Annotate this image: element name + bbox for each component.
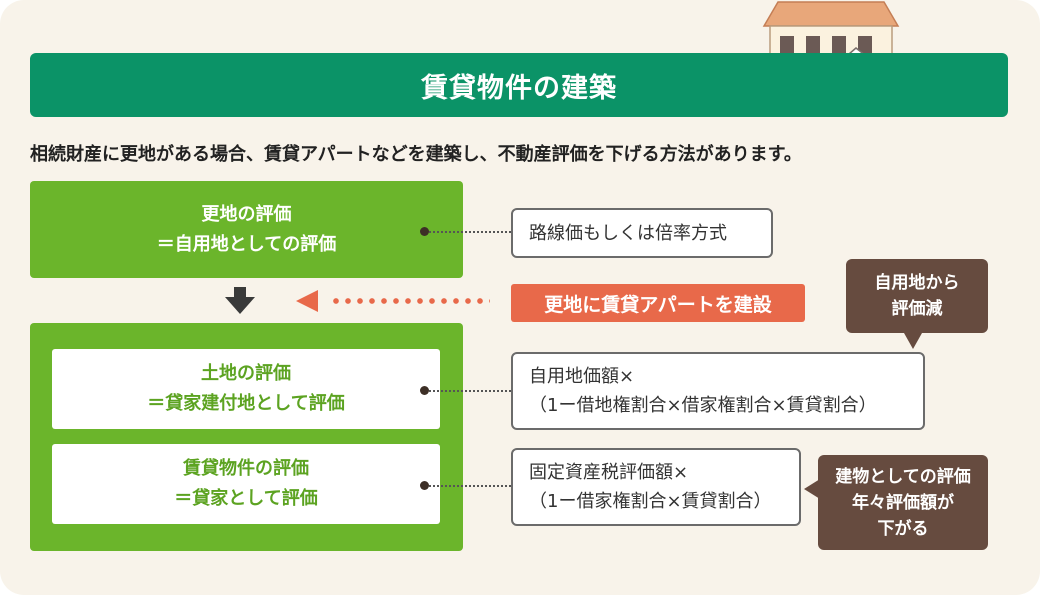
building-formula-line1: 固定資産税評価額× [529, 458, 783, 487]
connector-dot [420, 481, 429, 490]
building-depreciation-line1: 建物としての評価 [835, 464, 971, 490]
building-formula-box: 固定資産税評価額× （1ー借家権割合×賃貸割合） [511, 448, 801, 526]
vacant-land-valuation-box: 更地の評価 ＝自用地としての評価 [30, 181, 463, 278]
land-reduction-line2: 評価減 [892, 296, 943, 322]
vacant-land-title: 更地の評価 [202, 200, 292, 230]
building-valuation-title: 賃貸物件の評価 [183, 454, 309, 484]
dotted-arrow-line [330, 297, 490, 305]
building-depreciation-line3: 下がる [878, 516, 929, 542]
land-formula-line2: （1ー借地権割合×借家権割合×賃貸割合） [529, 391, 907, 420]
connector-dot [420, 227, 429, 236]
valuation-method-text: 路線価もしくは倍率方式 [529, 219, 755, 248]
land-valuation-title: 土地の評価 [201, 359, 291, 389]
land-valuation-box: 土地の評価 ＝貸家建付地として評価 [52, 349, 440, 429]
land-formula-box: 自用地価額× （1ー借地権割合×借家権割合×賃貸割合） [511, 352, 925, 430]
left-arrow-icon [296, 290, 318, 312]
land-reduction-line1: 自用地から [875, 270, 960, 296]
connector-dot [420, 386, 429, 395]
valuation-method-box: 路線価もしくは倍率方式 [511, 208, 773, 258]
building-depreciation-line2: 年々評価額が [852, 490, 954, 516]
land-valuation-subtitle: ＝貸家建付地として評価 [147, 389, 344, 419]
build-apartment-label: 更地に賃貸アパートを建設 [511, 284, 805, 322]
connector-line-1 [425, 231, 511, 233]
page-title: 賃貸物件の建築 [30, 53, 1008, 117]
building-formula-line2: （1ー借家権割合×賃貸割合） [529, 487, 783, 516]
vacant-land-subtitle: ＝自用地としての評価 [157, 230, 336, 260]
connector-line-3 [425, 485, 511, 487]
intro-text: 相続財産に更地がある場合、賃貸アパートなどを建築し、不動産評価を下げる方法があり… [30, 140, 1020, 166]
building-depreciation-callout: 建物としての評価 年々評価額が 下がる [818, 455, 988, 550]
building-valuation-subtitle: ＝貸家として評価 [174, 484, 317, 514]
building-valuation-box: 賃貸物件の評価 ＝貸家として評価 [52, 444, 440, 524]
land-formula-line1: 自用地価額× [529, 362, 907, 391]
connector-line-2 [425, 390, 511, 392]
land-reduction-callout: 自用地から 評価減 [846, 259, 988, 333]
